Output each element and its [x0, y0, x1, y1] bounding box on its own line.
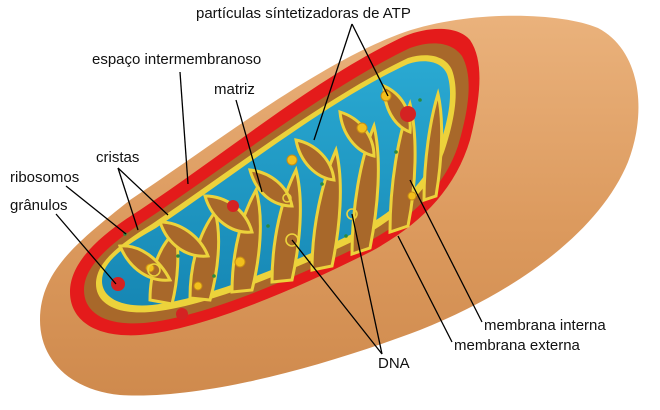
granules [111, 106, 416, 320]
label-outer-membrane: membrana externa [454, 337, 581, 354]
label-intermembrane-space: espaço intermembranoso [92, 51, 261, 68]
label-ribosomes: ribosomos [10, 169, 79, 186]
label-matrix: matriz [214, 81, 255, 98]
label-granules: grânulos [10, 197, 68, 214]
atp-particles [145, 90, 417, 291]
dna-rings [147, 193, 358, 277]
label-inner-membrane: membrana interna [484, 317, 606, 334]
label-cristae: cristas [96, 149, 139, 166]
leader-lines [55, 23, 483, 355]
label-atp-particles: partículas síntetizadoras de ATP [196, 5, 411, 22]
cristae-folds [117, 83, 444, 306]
label-dna: DNA [378, 355, 410, 372]
